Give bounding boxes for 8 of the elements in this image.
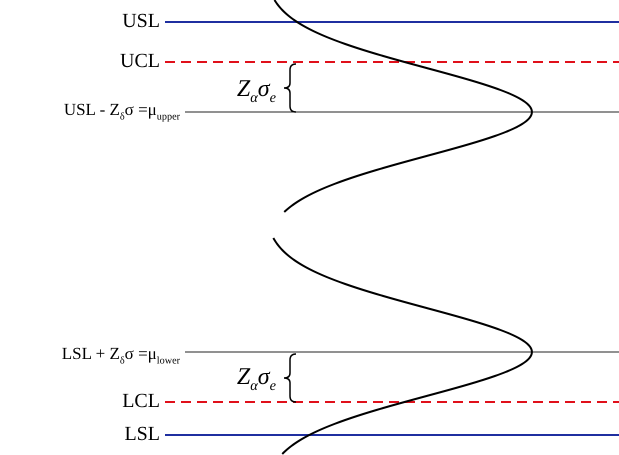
limit-label: USL (122, 11, 160, 31)
formula-label: Z$_{α}$σ$_{e}$ (236, 76, 276, 105)
limit-label: LSL (124, 424, 160, 444)
formula-label: USL - Z$_{δ}$σ =μ$_{upper}$ (64, 100, 180, 122)
formula-label: LSL + Z$_{δ}$σ =μ$_{lower}$ (62, 344, 180, 366)
limit-label: LCL (122, 391, 160, 411)
limit-label: UCL (120, 51, 160, 71)
formula-label: Z$_{α}$σ$_{e}$ (236, 364, 276, 393)
